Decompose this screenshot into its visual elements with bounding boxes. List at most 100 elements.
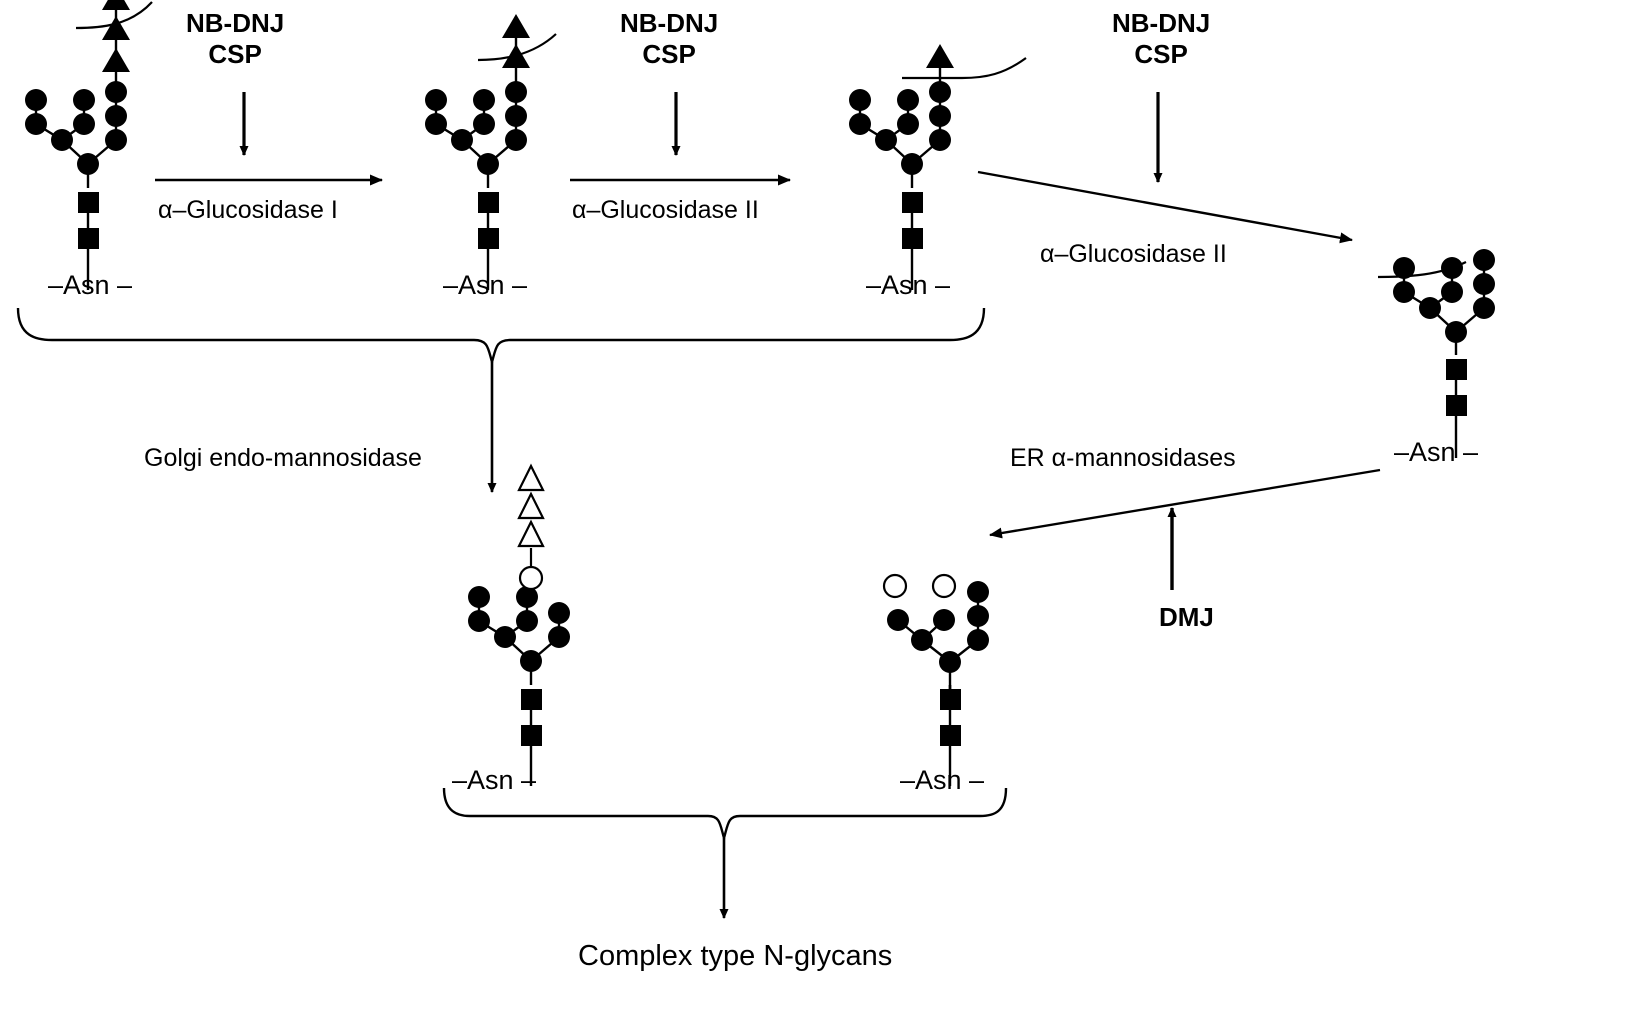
glcnac-square [521,689,542,710]
asn-label-4: –Asn – [1394,437,1479,467]
mannose-circle [548,626,570,648]
enzyme-label-golgi-endo-mannosidase: Golgi endo-mannosidase [144,444,422,472]
mannose-circle [929,105,951,127]
mannose-circle [477,153,499,175]
inhibitor-label-1-line1: NB-DNJ [186,8,285,38]
inhibitor-label-dmj: DMJ [1159,602,1214,632]
mannose-circle [849,113,871,135]
inhibitor-label-1: NB-DNJ CSP [186,8,284,70]
cleavage-marker [961,57,1027,80]
inhibitor-label-1-line2: CSP [208,39,262,69]
glcnac-square [78,228,99,249]
mannose-circle [1393,281,1415,303]
glcnac-square [78,192,99,213]
glcnac-square [1446,395,1467,416]
asn-label-2: –Asn – [443,270,528,300]
inhibitor-label-2: NB-DNJ CSP [620,8,718,70]
inhibitor-label-3: NB-DNJ CSP [1112,8,1210,70]
mannose-circle [451,129,473,151]
structure-glc3man9 [25,0,153,290]
mannose-circle [967,629,989,651]
mannose-circle [73,113,95,135]
open-circle-released-mannose [931,573,957,599]
mannose-circle [494,626,516,648]
arrow-er-mannosidases [989,468,1381,590]
asn-label-5: –Asn – [452,765,537,795]
mannose-circle [1393,257,1415,279]
mannose-circle [51,129,73,151]
structure-man8-endo [468,463,570,786]
glcnac-square [940,725,961,746]
mannose-circle [1473,249,1495,271]
mannose-circle [105,105,127,127]
arrow-glucosidase-1 [155,92,383,186]
mannose-circle [1441,281,1463,303]
glcnac-square [521,725,542,746]
outcome-label: Complex type N-glycans [578,940,893,972]
top-brace [16,307,986,367]
structure-glc1man9 [849,44,1027,290]
glucose-triangle [502,14,530,38]
mannose-circle [911,629,933,651]
asn-label-6: –Asn – [900,765,985,795]
glcnac-square [478,192,499,213]
inhibitor-label-3-line1: NB-DNJ [1112,8,1211,38]
mannose-circle [1473,273,1495,295]
mannose-circle [1419,297,1441,319]
mannose-circle [425,89,447,111]
mannose-circle [929,81,951,103]
glcnac-square [1446,359,1467,380]
mannose-circle [516,586,538,608]
glcnac-square [940,689,961,710]
open-triangle-released-glucose [517,463,545,492]
glucose-triangle [102,16,130,40]
mannose-circle [473,89,495,111]
mannose-circle [901,153,923,175]
glcnac-square [902,192,923,213]
enzyme-label-glucosidase-1: α–Glucosidase I [158,196,338,224]
glucose-triangle [102,0,130,10]
mannose-circle [967,605,989,627]
mannose-circle [105,129,127,151]
cleavage-marker [75,1,153,30]
inhibitor-label-2-line2: CSP [642,39,696,69]
mannose-circle [548,602,570,624]
mannose-circle [505,105,527,127]
mannose-circle [105,81,127,103]
glcnac-square [478,228,499,249]
glucose-triangle [102,48,130,72]
open-triangle-released-glucose [517,491,545,520]
asn-label-1: –Asn – [48,270,133,300]
mannose-circle [77,153,99,175]
mannose-circle [933,609,955,631]
mannose-circle [425,113,447,135]
mannose-circle [875,129,897,151]
mannose-circle [939,651,961,673]
open-circle-released-mannose [518,565,544,591]
mannose-circle [929,129,951,151]
open-triangle-released-glucose [517,519,545,548]
mannose-circle [468,610,490,632]
structure-man9 [1377,249,1495,458]
glcnac-square [902,228,923,249]
mannose-circle [520,650,542,672]
mannose-circle [849,89,871,111]
structure-man7-er [882,573,989,786]
asn-label-3: –Asn – [866,270,951,300]
mannose-circle [1473,297,1495,319]
inhibitor-label-2-line1: NB-DNJ [620,8,719,38]
mannose-circle [505,81,527,103]
mannose-circle [473,113,495,135]
enzyme-label-er-mannosidases: ER α-mannosidases [1010,444,1236,472]
enzyme-label-glucosidase-2: α–Glucosidase II [572,196,759,224]
inhibitor-label-3-line2: CSP [1134,39,1188,69]
enzyme-label-glucosidase-2b: α–Glucosidase II [1040,240,1227,268]
arrow-glucosidase-3 [977,92,1353,244]
cleavage-marker [477,33,557,62]
mannose-circle [897,89,919,111]
glucose-triangle [926,44,954,68]
mannose-circle [505,129,527,151]
mannose-circle [25,89,47,111]
